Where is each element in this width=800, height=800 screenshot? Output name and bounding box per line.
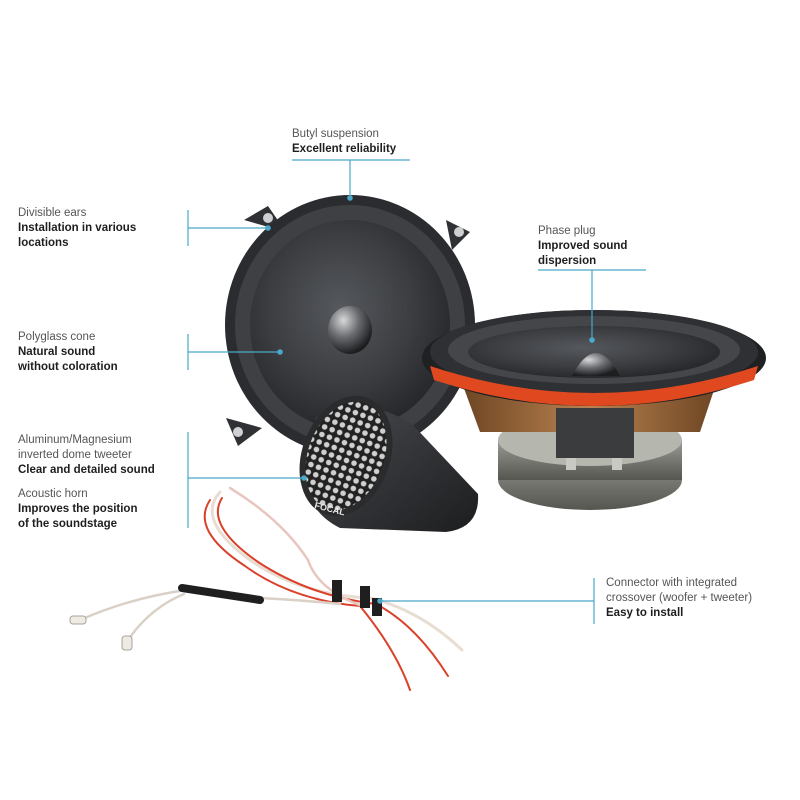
callout-description: Clear and detailed sound <box>18 464 155 476</box>
tweeter: FOCAL <box>299 395 479 532</box>
callout-description: Natural sound without coloration <box>18 346 118 373</box>
callout-title-line2: crossover (woofer + tweeter) <box>606 592 753 604</box>
callout-butyl-suspension: Butyl suspension Excellent reliability <box>292 127 396 157</box>
callout-title: Acoustic horn <box>18 488 88 500</box>
woofer-side <box>422 310 766 510</box>
callout-phase-plug: Phase plug Improved sound dispersion <box>538 224 627 269</box>
callout-title: Connector with integrated <box>606 577 738 589</box>
callout-description: Installation in various locations <box>18 222 137 249</box>
callout-connector-crossover: Connector with integrated crossover (woo… <box>606 576 752 621</box>
callout-divisible-ears: Divisible ears Installation in various l… <box>18 206 136 251</box>
callout-description: Improved sound dispersion <box>538 240 628 267</box>
callout-title: Phase plug <box>538 225 596 237</box>
leader-lines <box>187 159 646 624</box>
callout-title: Butyl suspension <box>292 128 379 140</box>
callout-acoustic-horn: Acoustic horn Improves the position of t… <box>18 487 138 532</box>
wiring-harness <box>69 486 464 691</box>
callout-description: Improves the position of the soundstage <box>18 503 138 530</box>
callout-title: Aluminum/Magnesium <box>18 434 132 446</box>
woofer-front <box>225 195 475 455</box>
callout-dome-tweeter: Aluminum/Magnesium inverted dome tweeter… <box>18 433 155 478</box>
callout-description: Excellent reliability <box>292 143 397 155</box>
callout-title-line2: inverted dome tweeter <box>18 449 132 461</box>
callout-description: Easy to install <box>606 607 684 619</box>
callout-title: Divisible ears <box>18 207 87 219</box>
callout-polyglass-cone: Polyglass cone Natural sound without col… <box>18 330 118 375</box>
callout-title: Polyglass cone <box>18 331 96 343</box>
